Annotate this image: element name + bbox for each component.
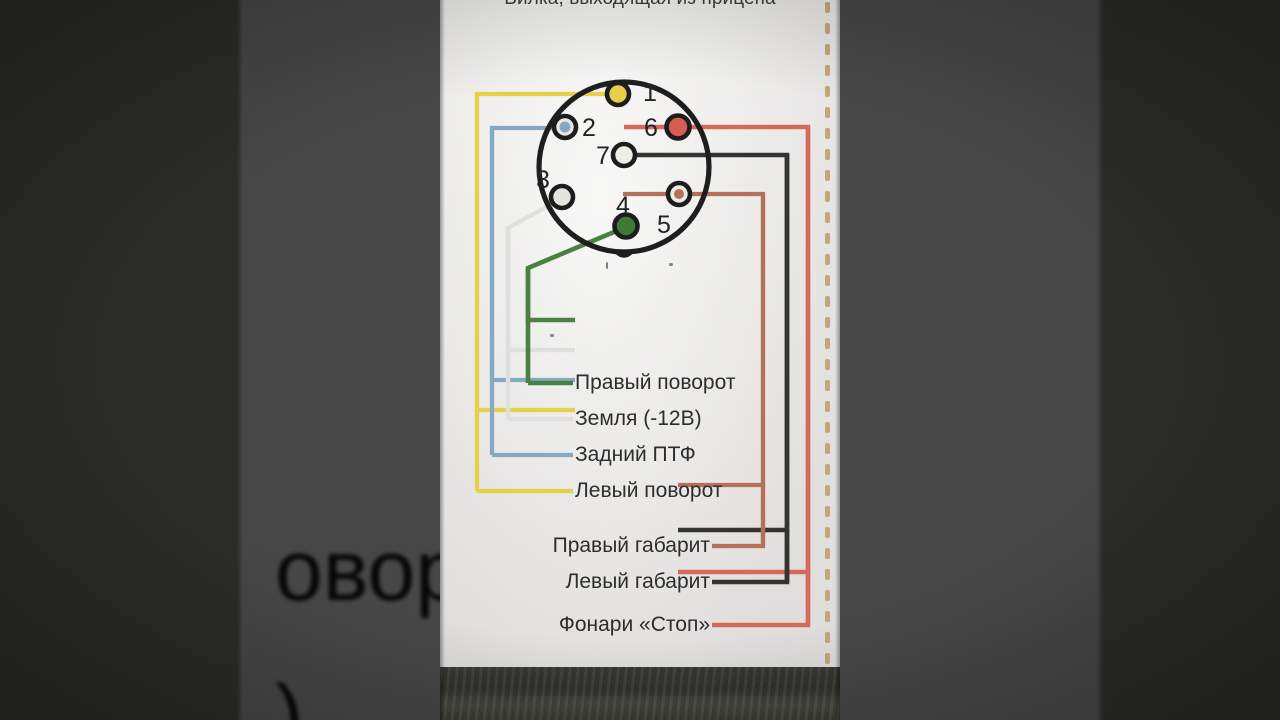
- desk-surface: [440, 667, 840, 720]
- connector-pins: 1 2 3 4 5: [536, 79, 693, 240]
- label-left-marker: Левый габарит: [566, 570, 711, 593]
- diagram-title: Вилка, выходящая из прицепа: [440, 0, 840, 10]
- pin-2: 2: [551, 113, 596, 142]
- pin-1-number: 1: [643, 79, 657, 107]
- label-ground: Земля (-12В): [575, 407, 702, 430]
- pin-6-number: 6: [644, 114, 658, 142]
- pin-4: 4: [612, 192, 640, 240]
- wire-pin4-green: [525, 224, 627, 323]
- pin-2-number: 2: [582, 114, 596, 142]
- dashed-margin-line: [825, 2, 830, 664]
- label-right-turn: Правый поворот: [575, 371, 736, 394]
- svg-text:): ): [275, 668, 304, 720]
- label-left-turn: Левый поворот: [575, 479, 723, 502]
- pin-5: 5: [657, 180, 693, 239]
- pin-7-number: 7: [596, 142, 610, 170]
- wire-pin5-brown: [623, 191, 766, 488]
- pin-4-number: 4: [616, 192, 630, 220]
- connector-outline: [536, 79, 712, 258]
- pin-5-number: 5: [657, 211, 671, 239]
- foreground-photo: Вилка, выходящая из прицепа: [440, 0, 840, 720]
- pin-3-number: 3: [536, 166, 550, 194]
- label-right-marker: Правый габарит: [553, 534, 711, 557]
- wiring-diagram: 1 2 3 4 5: [474, 2, 830, 664]
- pin-6: 6: [644, 113, 692, 142]
- pin-3: 3: [536, 166, 576, 211]
- paper-specks: [476, 197, 673, 337]
- wire-pin3-white: [505, 196, 575, 353]
- pin-7: 7: [596, 141, 638, 170]
- label-stop-lamps: Фонари «Стоп»: [559, 613, 710, 636]
- pin-1: 1: [604, 79, 657, 108]
- label-rear-fog: Задний ПТФ: [575, 443, 696, 466]
